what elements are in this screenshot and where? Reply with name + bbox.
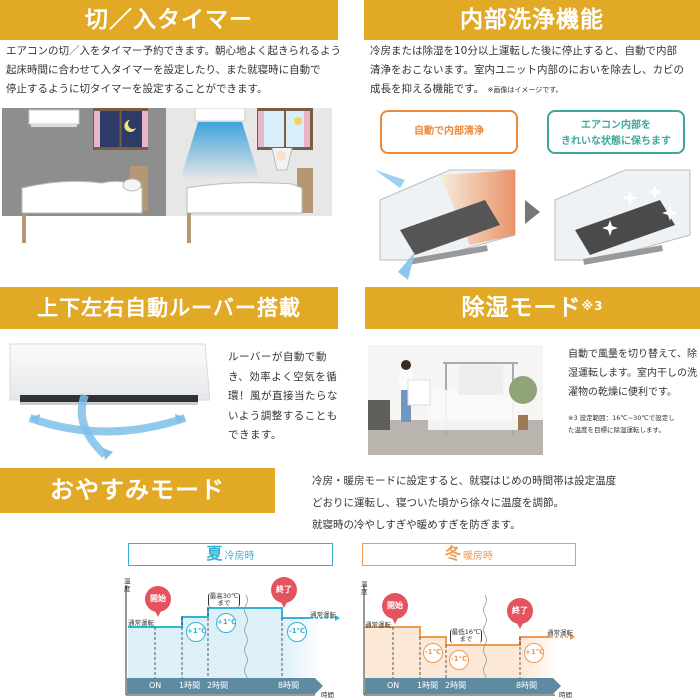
text-line: 湿運転します。室内干しの洗	[568, 368, 697, 379]
text-line: エアコンの切／入をタイマー予約できます。朝心地よく起きられるよう	[6, 45, 341, 57]
tick-8h: 8時間	[516, 681, 538, 690]
label-line: きれいな状態に保ちます	[561, 136, 671, 147]
text-line: どおりに運転し、寝ついた頃から徐々に温度を調節。	[312, 497, 564, 509]
normal-operation-before: 通常運転	[365, 621, 391, 629]
y-axis-label: 温度	[124, 577, 131, 593]
text-line: いよう調整することも	[228, 409, 338, 422]
dehumidify-description: 自動で風量を切り替えて、除 湿運転します。室内干しの洗 濯物の乾燥に便利です。	[568, 345, 700, 402]
text-line: 環！風が直接当たらな	[228, 390, 338, 402]
timer-illustration	[2, 107, 332, 244]
x-axis-label: 時間	[321, 691, 334, 699]
section-title-dehumidify: 除湿モード※3	[365, 287, 700, 329]
cleaning-description: 冷房または除湿を10分以上運転した後に停止すると、自動で内部 清浄をおこないます…	[370, 42, 700, 100]
section-title-sleep: おやすみモード	[0, 468, 275, 513]
mode-label: 暖房時	[463, 551, 493, 562]
dehumidify-footnote: ※3 設定範囲：16℃~30℃で設定し た温度を目標に除湿運転します。	[568, 412, 700, 436]
section-title-cleaning: 内部洗浄機能	[364, 0, 700, 40]
text-line: 成長を抑える機能です。 ※画像はイメージです。	[370, 80, 700, 100]
text-line: 自動で風量を切り替えて、除	[568, 349, 697, 360]
tick-1h: 1時間	[417, 681, 439, 690]
tick-1h: 1時間	[179, 681, 201, 690]
start-callout: 開始	[145, 586, 171, 617]
tick-2h: 2時間	[207, 681, 229, 690]
text-line-part: 成長を抑える機能です。	[370, 83, 485, 95]
normal-operation-before: 通常運転	[128, 619, 154, 627]
tick-8h: 8時間	[278, 681, 300, 690]
text-line: ルーバーが自動で動	[228, 351, 327, 363]
summer-chart-header: 夏冷房時	[128, 543, 333, 566]
tick-on: ON	[149, 681, 162, 690]
tick-2h: 2時間	[445, 681, 467, 690]
delta-badge: -1℃	[449, 650, 469, 670]
text-line: 停止するように切タイマーを設定することができます。	[6, 83, 268, 95]
label-line: エアコン内部を	[581, 120, 651, 131]
dehumidify-photo	[368, 345, 543, 455]
text-line: 清浄をおこないます。室内ユニット内部のにおいを除去し、カビの	[370, 64, 684, 76]
image-note: ※画像はイメージです。	[487, 86, 563, 94]
sleep-description: 冷房・暖房モードに設定すると、就寝はじめの時間帯は設定温度 どおりに運転し、寝つ…	[312, 470, 700, 536]
start-callout: 開始	[382, 593, 408, 624]
winter-chart-header: 冬暖房時	[362, 543, 576, 566]
keep-clean-label: エアコン内部を きれいな状態に保ちます	[547, 110, 685, 154]
mode-label: 冷房時	[224, 551, 255, 562]
limit-note: 最低16℃まで	[450, 628, 482, 643]
louver-description: ルーバーが自動で動 き、効率よく空気を循 環！風が直接当たらな いよう調整するこ…	[228, 348, 353, 446]
text-line: 起床時間に合わせて入タイマーを設定したり、また就寝時に自動で	[6, 64, 321, 76]
text-line: 冷房・暖房モードに設定すると、就寝はじめの時間帯は設定温度	[312, 475, 617, 487]
season-label: 冬	[444, 544, 461, 563]
tick-on: ON	[387, 681, 400, 690]
auto-clean-label: 自動で内部清浄	[380, 110, 518, 154]
end-callout: 終了	[271, 577, 297, 608]
winter-time-axis: ON 1時間 2時間 8時間	[365, 678, 561, 694]
section-title-louver: 上下左右自動ルーバー搭載	[0, 287, 338, 329]
x-axis-label: 時間	[559, 691, 572, 699]
text-line: 就寝時の冷やしすぎや暖めすぎを防ぎます。	[312, 519, 521, 531]
timer-description: エアコンの切／入をタイマー予約できます。朝心地よく起きられるよう 起床時間に合わ…	[6, 42, 346, 99]
season-label: 夏	[206, 544, 223, 563]
end-callout: 終了	[507, 598, 533, 629]
normal-operation-after: 通常運転	[547, 629, 573, 637]
section-title-timer: 切／入タイマー	[0, 0, 338, 40]
delta-badge: +1℃	[186, 622, 206, 642]
text-line: 濯物の乾燥に便利です。	[568, 387, 677, 398]
text-line: できます。	[228, 429, 282, 441]
title-text: 除湿モード	[461, 295, 582, 321]
summer-time-axis: ON 1時間 2時間 8時間	[127, 678, 323, 694]
normal-operation-after: 通常運転	[310, 611, 336, 619]
louver-illustration	[5, 340, 211, 462]
delta-badge: -1℃	[287, 622, 307, 642]
delta-badge: +1℃	[524, 643, 544, 663]
cleaning-illustration	[370, 160, 700, 285]
limit-note: 最高30℃まで	[208, 592, 240, 607]
delta-badge: -1℃	[423, 643, 443, 663]
text-line: た温度を目標に除湿運転します。	[568, 426, 665, 434]
text-line: き、効率よく空気を循	[228, 370, 338, 383]
delta-badge: +1℃	[216, 613, 236, 633]
footnote-mark: ※3	[581, 299, 604, 313]
text-line: 冷房または除湿を10分以上運転した後に停止すると、自動で内部	[370, 45, 677, 57]
text-line: ※3 設定範囲：16℃~30℃で設定し	[568, 414, 675, 422]
